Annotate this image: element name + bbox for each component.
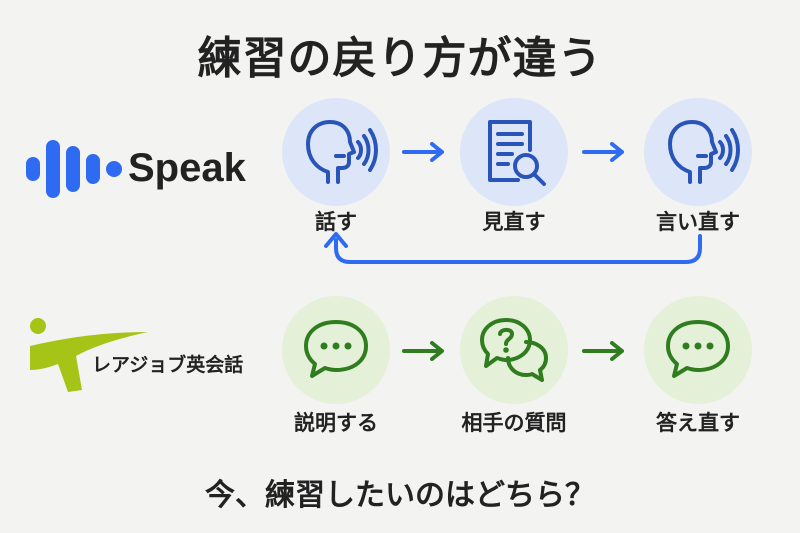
rarejob-step-3-label: 答え直す	[656, 411, 740, 435]
rarejob-logo-icon	[30, 318, 148, 392]
speak-step-1-label: 話す	[315, 210, 357, 234]
speak-step-1-circle	[282, 98, 390, 206]
speak-brand-name: Speak	[128, 146, 246, 190]
document-search-icon	[488, 120, 546, 186]
rarejob-brand-name: レアジョブ英会話	[92, 355, 244, 376]
rarejob-step-3-circle	[644, 296, 752, 404]
speak-step-3-circle	[644, 98, 752, 206]
closing-question: 今、練習したいのはどちら？	[205, 478, 595, 513]
arrow-right-icon	[582, 341, 624, 361]
speak-step-3-label: 言い直す	[656, 210, 740, 234]
arrow-right-icon	[402, 142, 444, 162]
speech-bubble-icon	[666, 320, 730, 378]
question-bubbles-icon	[480, 318, 548, 382]
speak-step-2-circle	[460, 98, 568, 206]
rarejob-step-1-label: 説明する	[294, 411, 378, 435]
page-title: 練習の戻り方が違う	[197, 33, 603, 84]
speak-step-2-label: 見直す	[482, 210, 546, 234]
speaking-head-icon	[668, 120, 740, 184]
speech-bubble-icon	[304, 320, 368, 378]
arrow-right-icon	[582, 142, 624, 162]
speaking-head-icon	[306, 120, 378, 184]
rarejob-step-2-circle	[460, 296, 568, 404]
rarejob-step-1-circle	[282, 296, 390, 404]
arrow-right-icon	[402, 341, 444, 361]
rarejob-step-2-label: 相手の質問	[461, 411, 567, 435]
speak-logo-icon	[26, 140, 122, 198]
